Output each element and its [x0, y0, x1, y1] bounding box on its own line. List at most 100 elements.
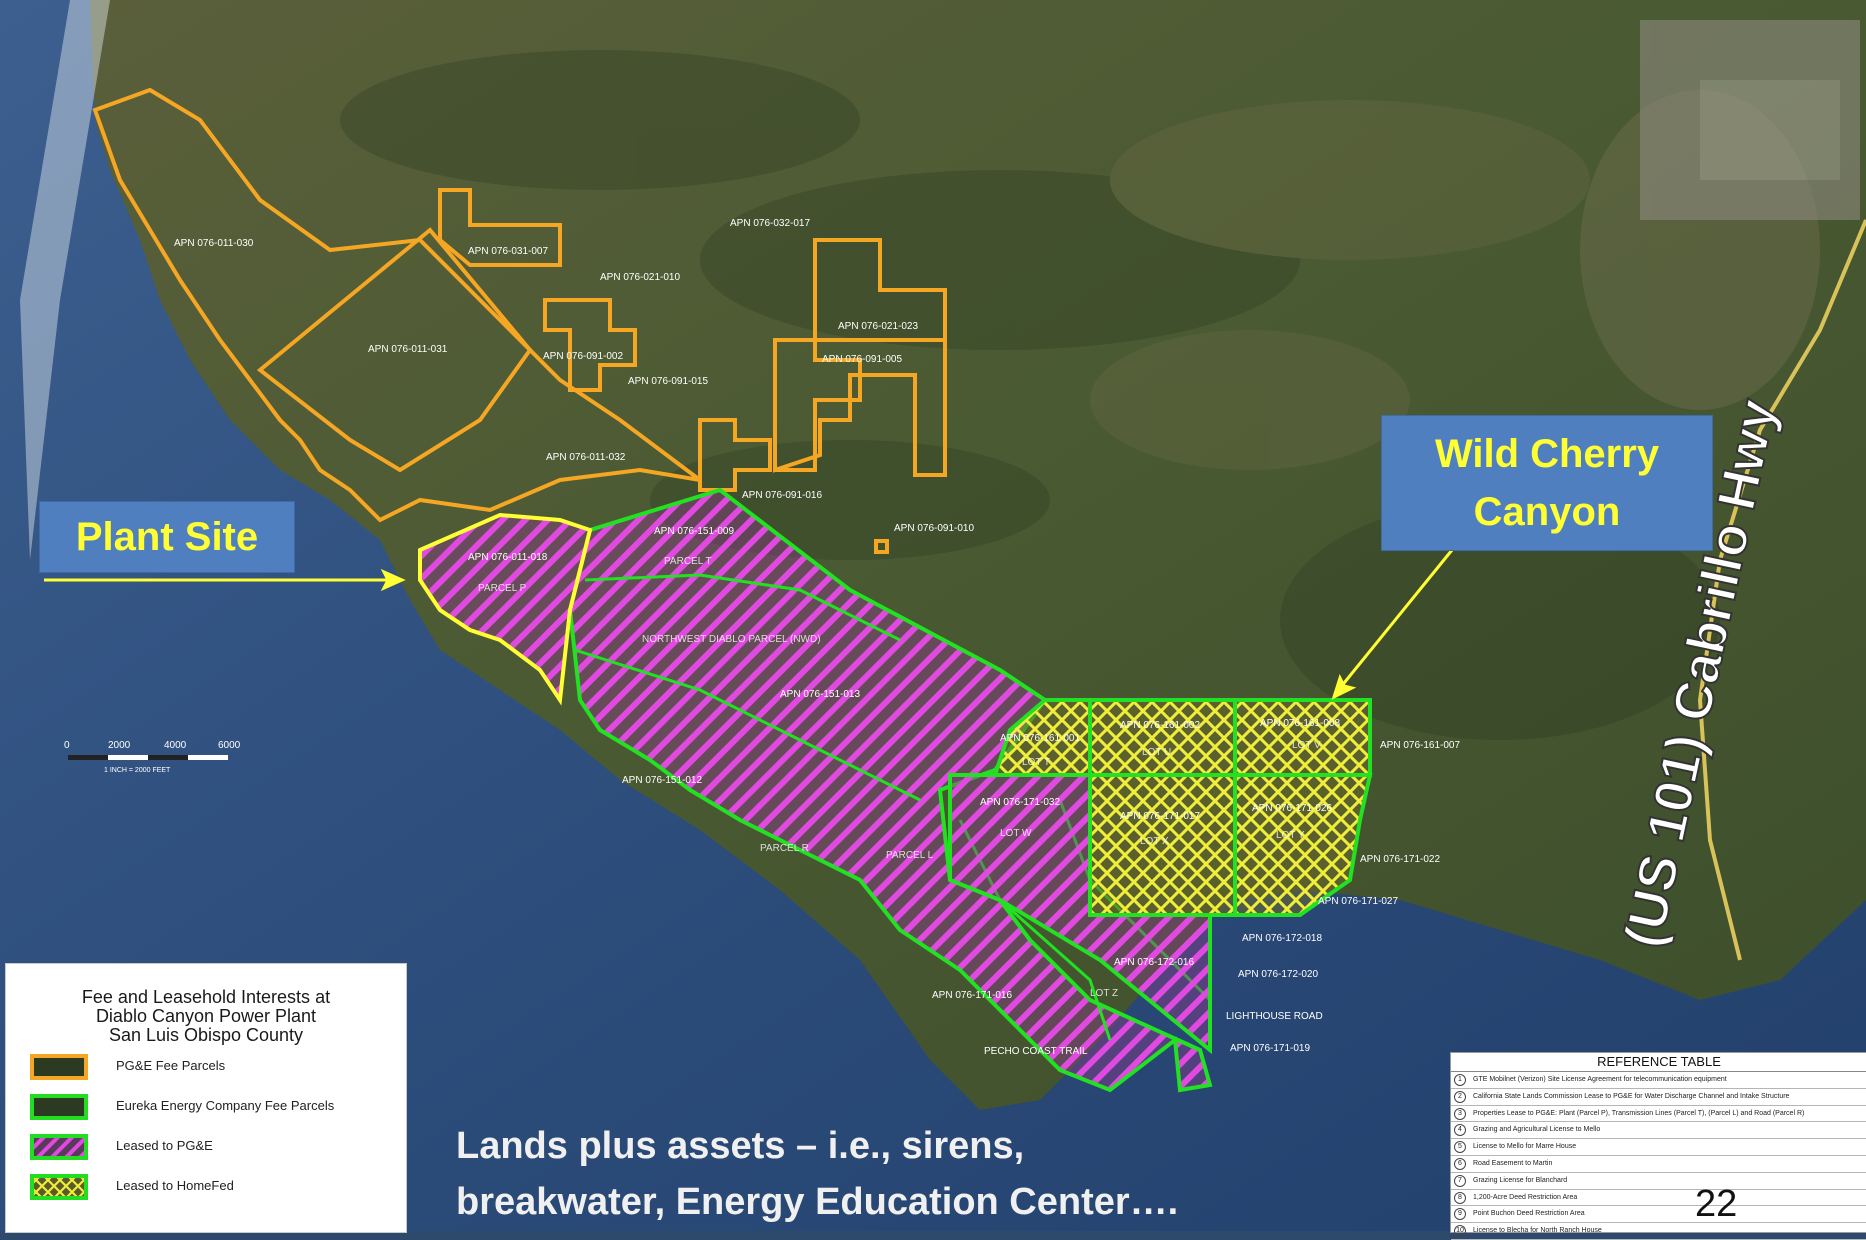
parcel-label: APN 076-151-013: [780, 689, 860, 700]
reference-text: Grazing and Agricultural License to Mell…: [1473, 1126, 1601, 1134]
parcel-label: APN 076-171-022: [1360, 854, 1440, 865]
area-labels: PARCEL P PARCEL T NORTHWEST DIABLO PARCE…: [478, 556, 1321, 999]
reference-text: Road Easement to Martin: [1473, 1159, 1553, 1167]
reference-number: 5: [1454, 1141, 1466, 1154]
road-label: LIGHTHOUSE ROAD: [1226, 1011, 1323, 1022]
parcel-label: APN 076-011-018: [468, 552, 548, 563]
parcel-label: APN 076-172-016: [1114, 957, 1194, 968]
legend-label: Leased to HomeFed: [116, 1178, 234, 1193]
area-label: LOT X: [1140, 836, 1169, 847]
plant-site-callout: Plant Site: [40, 502, 294, 572]
parcel-label: APN 076-021-023: [838, 321, 918, 332]
scale-tick: 4000: [164, 740, 187, 751]
parcel-label: APN 076-171-026: [1252, 803, 1332, 814]
reference-text: GTE Mobilnet (Verizon) Site License Agre…: [1473, 1076, 1727, 1083]
map-legend: Fee and Leasehold Interests at Diablo Ca…: [5, 963, 407, 1233]
parcel-labels: APN 076-011-030 APN 076-031-007 APN 076-…: [174, 218, 1460, 1054]
surf: [20, 0, 110, 560]
parcel-label: APN 076-011-032: [546, 452, 626, 463]
parcel-label: APN 076-021-010: [600, 272, 680, 283]
legend-label: PG&E Fee Parcels: [116, 1058, 226, 1073]
legend-swatch-yellow-cross: [30, 1174, 88, 1200]
legend-title: Fee and Leasehold Interests at Diablo Ca…: [6, 988, 406, 1045]
area-label: LOT W: [1000, 828, 1032, 839]
parcel-label: APN 076-172-018: [1242, 933, 1322, 944]
caption-line: breakwater, Energy Education Center….: [456, 1181, 1179, 1223]
reference-text: Properties Lease to PG&E: Plant (Parcel …: [1473, 1109, 1805, 1117]
area-label: PARCEL L: [886, 850, 934, 861]
land-mass: [90, 0, 1866, 1110]
parcel-label: APN 076-091-016: [742, 490, 822, 501]
slide-caption: Lands plus assets – i.e., sirens, breakw…: [456, 1118, 1178, 1230]
reference-table-row: 7 Grazing License for Blanchard: [1451, 1173, 1866, 1190]
scale-bar: 0 2000 4000 6000 1 INCH = 2000 FEET: [64, 740, 241, 774]
reference-table-title: REFERENCE TABLE: [1451, 1053, 1866, 1072]
reference-number: 4: [1454, 1124, 1466, 1137]
scale-tick: 6000: [218, 740, 241, 751]
legend-label: Leased to PG&E: [116, 1138, 213, 1153]
wild-cherry-canyon-callout: Wild Cherry Canyon: [1382, 416, 1712, 550]
parcel-label: APN 076-151-009: [654, 526, 734, 537]
reference-number: 2: [1454, 1090, 1466, 1103]
legend-title-line: San Luis Obispo County: [108, 1025, 304, 1045]
area-label: LOT Z: [1090, 988, 1118, 999]
reference-text: Grazing License for Blanchard: [1473, 1176, 1568, 1184]
parcel-label: APN 076-011-030: [174, 238, 254, 249]
scale-note: 1 INCH = 2000 FEET: [104, 767, 171, 774]
reference-table-row: 6 Road Easement to Martin: [1451, 1156, 1866, 1173]
parcel-label: APN 076-091-010: [894, 523, 974, 534]
area-label: PARCEL P: [478, 583, 527, 594]
reference-table-row: 3 Properties Lease to PG&E: Plant (Parcel…: [1451, 1106, 1866, 1123]
area-label: PARCEL T: [664, 556, 712, 567]
area-label: LOT Y: [1276, 830, 1305, 841]
parcel-label: APN 076-171-019: [1230, 1043, 1310, 1054]
legend-swatch-pink-hatch: [30, 1134, 88, 1160]
area-label: LOT U: [1142, 747, 1171, 758]
reference-number: 7: [1454, 1174, 1466, 1187]
plant-site-label: Plant Site: [75, 514, 259, 559]
scale-tick: 2000: [108, 740, 131, 751]
parcel-label: APN 076-032-017: [730, 218, 810, 229]
legend-item-leased-pge: Leased to PG&E: [30, 1130, 400, 1164]
pge-fee-parcels: [92, 87, 947, 554]
parcel-label: APN 076-161-002: [1120, 720, 1200, 731]
homefed-lots: [948, 698, 1373, 1055]
terrain-shading: [340, 50, 1820, 740]
parcel-label: APN 076-161-008: [1260, 718, 1340, 729]
reference-number: 3: [1454, 1107, 1466, 1120]
parcel-label: APN 076-171-016: [932, 990, 1012, 1001]
callout-arrows: [44, 549, 1454, 700]
reference-number: 8: [1454, 1191, 1466, 1204]
town-area: [1640, 20, 1860, 220]
parcel-label: APN 076-091-015: [628, 376, 708, 387]
parcel-label: APN 076-091-005: [822, 354, 902, 365]
legend-label: Eureka Energy Company Fee Parcels: [116, 1098, 335, 1113]
reference-text: License to Mello for Marre House: [1473, 1143, 1577, 1151]
page-number: 22: [1695, 1183, 1738, 1225]
road-label: PECHO COAST TRAIL: [984, 1046, 1088, 1057]
reference-text: 1,200-Acre Deed Restriction Area: [1473, 1193, 1578, 1201]
reference-table-row: 4 Grazing and Agricultural License to Mel…: [1451, 1122, 1866, 1140]
reference-table-row: 5 License to Mello for Marre House: [1451, 1139, 1866, 1156]
reference-number: 6: [1454, 1157, 1466, 1170]
parcel-label: APN 076-171-027: [1318, 896, 1398, 907]
legend-item-leased-homefed: Leased to HomeFed: [30, 1170, 400, 1204]
parcel-label: APN 076-171-032: [980, 797, 1060, 808]
area-label: LOT V: [1292, 740, 1321, 751]
wild-cherry-canyon-line: Canyon: [1473, 490, 1621, 534]
reference-number: 10: [1454, 1225, 1466, 1238]
area-label: NORTHWEST DIABLO PARCEL (NWD): [642, 634, 821, 645]
legend-item-eureka: Eureka Energy Company Fee Parcels: [30, 1090, 400, 1124]
legend-swatch-green: [30, 1094, 88, 1120]
area-label: PARCEL R: [760, 843, 809, 854]
parcel-label: APN 076-172-020: [1238, 969, 1318, 980]
parcel-label: APN 076-011-031: [368, 344, 448, 355]
legend-title-line: Fee and Leasehold Interests at: [81, 987, 331, 1007]
